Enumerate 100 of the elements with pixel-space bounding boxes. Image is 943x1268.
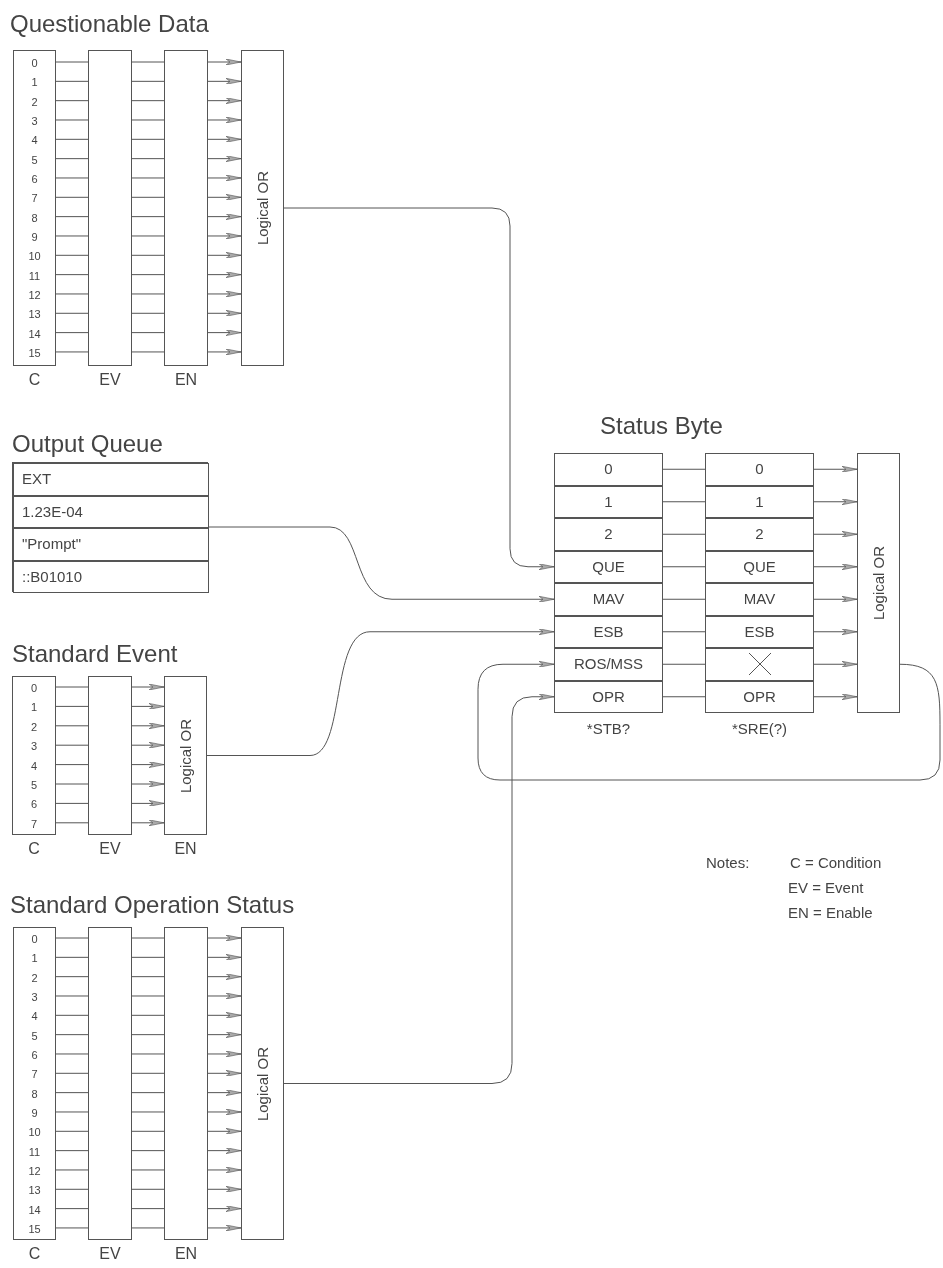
note-text: EV = Event bbox=[788, 878, 864, 898]
register-cell bbox=[705, 680, 814, 713]
connector-line bbox=[55, 119, 89, 121]
connector-line bbox=[662, 598, 706, 600]
connector-line bbox=[55, 783, 89, 785]
register-cell bbox=[554, 453, 663, 486]
bit-number: 4 bbox=[30, 133, 39, 149]
connector-line bbox=[131, 274, 165, 276]
connector-line bbox=[55, 177, 89, 179]
register-cell bbox=[554, 550, 663, 583]
cell-text: 0 bbox=[754, 459, 765, 479]
arrow bbox=[207, 1089, 242, 1096]
section-title: Standard Event bbox=[12, 639, 178, 669]
bit-number: 5 bbox=[29, 778, 39, 793]
bit-number: 7 bbox=[29, 816, 39, 832]
connector-line bbox=[131, 80, 165, 82]
register-cell bbox=[554, 680, 663, 713]
bit-number: 0 bbox=[30, 56, 39, 71]
register-cell bbox=[705, 518, 814, 551]
bit-number: 6 bbox=[30, 171, 39, 187]
cell-text: 0 bbox=[603, 459, 614, 479]
connector-line bbox=[131, 312, 165, 314]
arrow bbox=[207, 213, 242, 220]
arrow bbox=[813, 465, 858, 473]
note-text: Notes: bbox=[706, 853, 750, 873]
section-title: Questionable Data bbox=[10, 9, 209, 39]
arrow bbox=[131, 703, 165, 710]
connector-line bbox=[55, 725, 89, 727]
connector-line bbox=[131, 1072, 165, 1074]
cell-text: ::B01010 bbox=[21, 566, 84, 587]
bit-number: 8 bbox=[30, 210, 39, 226]
connector-line bbox=[55, 956, 89, 958]
logic-or-box bbox=[857, 453, 900, 713]
connector-line bbox=[55, 1130, 89, 1132]
connector-line bbox=[55, 100, 89, 102]
connector-line bbox=[662, 501, 706, 503]
connector-line bbox=[55, 1150, 89, 1152]
bit-number: 10 bbox=[27, 249, 42, 265]
cell-text: 1 bbox=[603, 491, 614, 512]
cell-text: OPR bbox=[591, 686, 626, 707]
arrow bbox=[207, 329, 242, 336]
bit-number: 6 bbox=[30, 1047, 39, 1063]
connector-line bbox=[55, 80, 89, 82]
bit-number: 13 bbox=[27, 307, 42, 323]
bit-number: 15 bbox=[27, 1221, 42, 1237]
connector-line bbox=[55, 293, 89, 295]
bit-number: 6 bbox=[29, 797, 39, 813]
connector-line bbox=[131, 61, 165, 63]
cell-text: MAV bbox=[742, 589, 777, 609]
cell-text: 2 bbox=[754, 524, 765, 544]
arrow bbox=[131, 683, 165, 691]
cell-text: "Prompt" bbox=[21, 534, 82, 554]
connector-line bbox=[131, 1188, 165, 1190]
bit-number: 15 bbox=[27, 345, 42, 361]
register-caption: EN bbox=[173, 1244, 199, 1264]
bit-number: 7 bbox=[30, 191, 39, 207]
register-cell bbox=[705, 485, 814, 518]
register-cell bbox=[705, 453, 814, 486]
cell-text: OPR bbox=[742, 686, 777, 707]
connector-line bbox=[131, 995, 165, 997]
bit-number: 3 bbox=[30, 114, 39, 129]
connector-line bbox=[55, 822, 89, 824]
connector-line bbox=[55, 196, 89, 198]
register-cell bbox=[13, 528, 209, 561]
connector-line bbox=[131, 293, 165, 295]
register-cell bbox=[554, 648, 663, 681]
bit-number: 8 bbox=[30, 1086, 39, 1102]
arrow bbox=[207, 1031, 242, 1038]
bit-number: 2 bbox=[30, 970, 39, 986]
bit-number: 12 bbox=[27, 1163, 42, 1179]
bit-number: 4 bbox=[29, 758, 39, 774]
connector-line bbox=[131, 158, 165, 160]
connector-line bbox=[131, 1092, 165, 1094]
register-caption: EN bbox=[173, 370, 199, 390]
bit-number: 12 bbox=[27, 287, 42, 303]
logic-label: Logical OR bbox=[868, 545, 888, 621]
connector-line bbox=[131, 351, 165, 353]
connector-line bbox=[55, 1072, 89, 1074]
register-cell bbox=[705, 615, 814, 648]
connector-line bbox=[55, 1208, 89, 1210]
connector-line bbox=[662, 468, 706, 470]
register-caption: EN bbox=[173, 839, 198, 859]
arrow bbox=[207, 174, 242, 182]
bit-number: 0 bbox=[29, 681, 39, 696]
connector-line bbox=[662, 533, 706, 535]
arrow bbox=[813, 530, 858, 538]
bit-number: 9 bbox=[30, 229, 39, 245]
logic-label: Logical OR bbox=[252, 1046, 272, 1121]
arrow bbox=[207, 1050, 242, 1058]
arrow bbox=[207, 155, 242, 162]
bit-number: 2 bbox=[29, 719, 39, 735]
register-caption: EV bbox=[98, 839, 122, 859]
bit-number: 5 bbox=[30, 152, 39, 168]
connector-line bbox=[662, 566, 706, 568]
bit-number: 5 bbox=[30, 1028, 39, 1044]
arrow bbox=[207, 992, 242, 1000]
connector-line bbox=[55, 764, 89, 766]
connector-line bbox=[131, 216, 165, 218]
note-text: EN = Enable bbox=[788, 903, 873, 923]
connector-line bbox=[131, 1111, 165, 1113]
